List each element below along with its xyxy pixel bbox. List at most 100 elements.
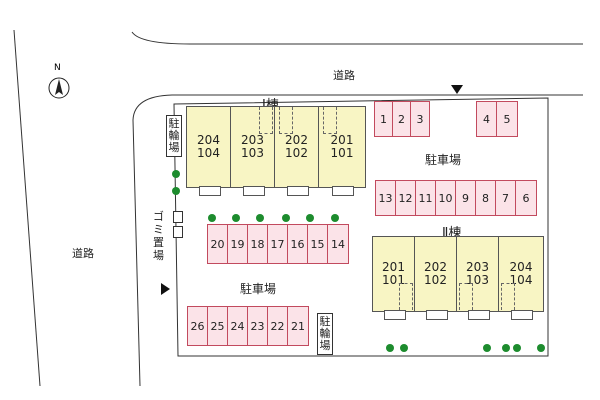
building-2-unit: 204 104 <box>499 237 543 320</box>
parking-label: 駐車場 <box>425 153 462 167</box>
parking-space: 8 <box>476 181 496 215</box>
bike-parking-char: 場 <box>319 339 331 352</box>
tree-icon <box>306 214 314 222</box>
north-compass-icon: N <box>48 63 70 100</box>
garbage-char: 置 <box>153 236 164 249</box>
bike-parking-char: 輪 <box>168 129 180 142</box>
garbage-area-label: ゴ ミ 置 場 <box>153 210 164 262</box>
bike-parking-char: 輪 <box>319 327 331 340</box>
parking-space: 7 <box>496 181 516 215</box>
parking-space: 11 <box>416 181 436 215</box>
parking-space: 15 <box>308 225 328 263</box>
bike-parking-bottom: 駐 輪 場 <box>317 313 333 355</box>
parking-row-1-3: 1 2 3 <box>374 101 430 137</box>
parking-space: 2 <box>393 102 411 136</box>
staircase-outline <box>259 107 273 134</box>
unit-upper-number: 204 <box>509 260 533 274</box>
tree-icon <box>208 214 216 222</box>
unit-lower-number: 104 <box>509 273 533 287</box>
tree-icon <box>513 344 521 352</box>
staircase-outline <box>501 283 515 310</box>
building-1: 204 104 203 103 202 102 201 101 <box>186 106 366 196</box>
unit-entrance <box>332 186 354 196</box>
building-1-unit: 204 104 <box>187 107 231 196</box>
parking-space: 25 <box>208 307 228 345</box>
parking-space: 19 <box>228 225 248 263</box>
building-2-unit: 203 103 <box>457 237 499 320</box>
bike-parking-char: 駐 <box>319 315 331 328</box>
unit-upper-number: 202 <box>424 260 447 274</box>
building-2-unit: 201 101 <box>373 237 415 320</box>
entrance-arrow-icon <box>451 85 463 94</box>
unit-entrance <box>467 310 490 320</box>
tree-icon <box>256 214 264 222</box>
parking-space: 17 <box>268 225 288 263</box>
garbage-char: ミ <box>153 223 164 236</box>
parking-space: 4 <box>477 102 497 136</box>
bike-parking-char: 駐 <box>168 117 180 130</box>
building-2: 201 101 202 102 203 103 204 104 <box>372 236 544 320</box>
parking-space: 14 <box>331 237 345 251</box>
unit-entrance <box>425 310 448 320</box>
parking-space: 20 <box>208 225 228 263</box>
unit-lower-number: 102 <box>285 146 308 160</box>
staircase-outline <box>459 283 473 310</box>
tree-icon <box>282 214 290 222</box>
parking-label-lower: 駐車場 <box>240 282 277 296</box>
tree-icon <box>483 344 491 352</box>
parking-space: 10 <box>436 181 456 215</box>
parking-space: 12 <box>396 181 416 215</box>
unit-lower-number: 101 <box>330 146 354 160</box>
unit-entrance <box>286 186 309 196</box>
parking-space: 9 <box>456 181 476 215</box>
parking-space: 1 <box>375 102 393 136</box>
parking-space: 26 <box>188 307 208 345</box>
parking-row-14-20: 20 19 18 17 16 15 14 <box>207 224 349 264</box>
unit-entrance <box>511 310 533 320</box>
parking-space: 13 <box>376 181 396 215</box>
building-1-unit: 201 101 <box>319 107 365 196</box>
tree-icon <box>400 344 408 352</box>
parking-row-4-5: 4 5 <box>476 101 518 137</box>
garbage-char: 場 <box>153 249 164 262</box>
parking-space: 6 <box>522 191 530 205</box>
unit-upper-number: 204 <box>197 133 220 147</box>
parking-space: 3 <box>416 112 424 126</box>
parking-row-6-13: 13 12 11 10 9 8 7 6 <box>375 180 537 216</box>
tree-icon <box>386 344 394 352</box>
compass-label: N <box>54 63 61 73</box>
parking-space: 5 <box>503 112 511 126</box>
tree-icon <box>502 344 510 352</box>
tree-icon <box>331 214 339 222</box>
parking-row-21-26: 26 25 24 23 22 21 <box>187 306 309 346</box>
unit-lower-number: 102 <box>424 273 447 287</box>
building-1-unit: 202 102 <box>275 107 319 196</box>
unit-upper-number: 203 <box>241 133 264 147</box>
staircase-outline <box>323 107 337 134</box>
unit-entrance <box>383 310 406 320</box>
garbage-bin-icon <box>173 211 183 223</box>
unit-entrance <box>198 186 221 196</box>
garbage-bin-icon <box>173 226 183 238</box>
staircase-outline <box>399 283 413 310</box>
tree-icon <box>172 187 180 195</box>
road-label-left: 道路 <box>72 247 94 260</box>
parking-space: 23 <box>248 307 268 345</box>
unit-upper-number: 201 <box>382 260 405 274</box>
bike-parking-char: 場 <box>168 141 180 154</box>
bike-parking-top: 駐 輪 場 <box>166 115 182 157</box>
tree-icon <box>172 170 180 178</box>
parking-space: 16 <box>288 225 308 263</box>
building-1-unit: 203 103 <box>231 107 275 196</box>
unit-entrance <box>242 186 265 196</box>
unit-lower-number: 104 <box>197 146 220 160</box>
tree-icon <box>232 214 240 222</box>
parking-space: 21 <box>291 319 305 333</box>
tree-icon <box>537 344 545 352</box>
unit-upper-number: 201 <box>330 133 354 147</box>
parking-space: 18 <box>248 225 268 263</box>
parking-space: 24 <box>228 307 248 345</box>
parking-space: 22 <box>268 307 288 345</box>
